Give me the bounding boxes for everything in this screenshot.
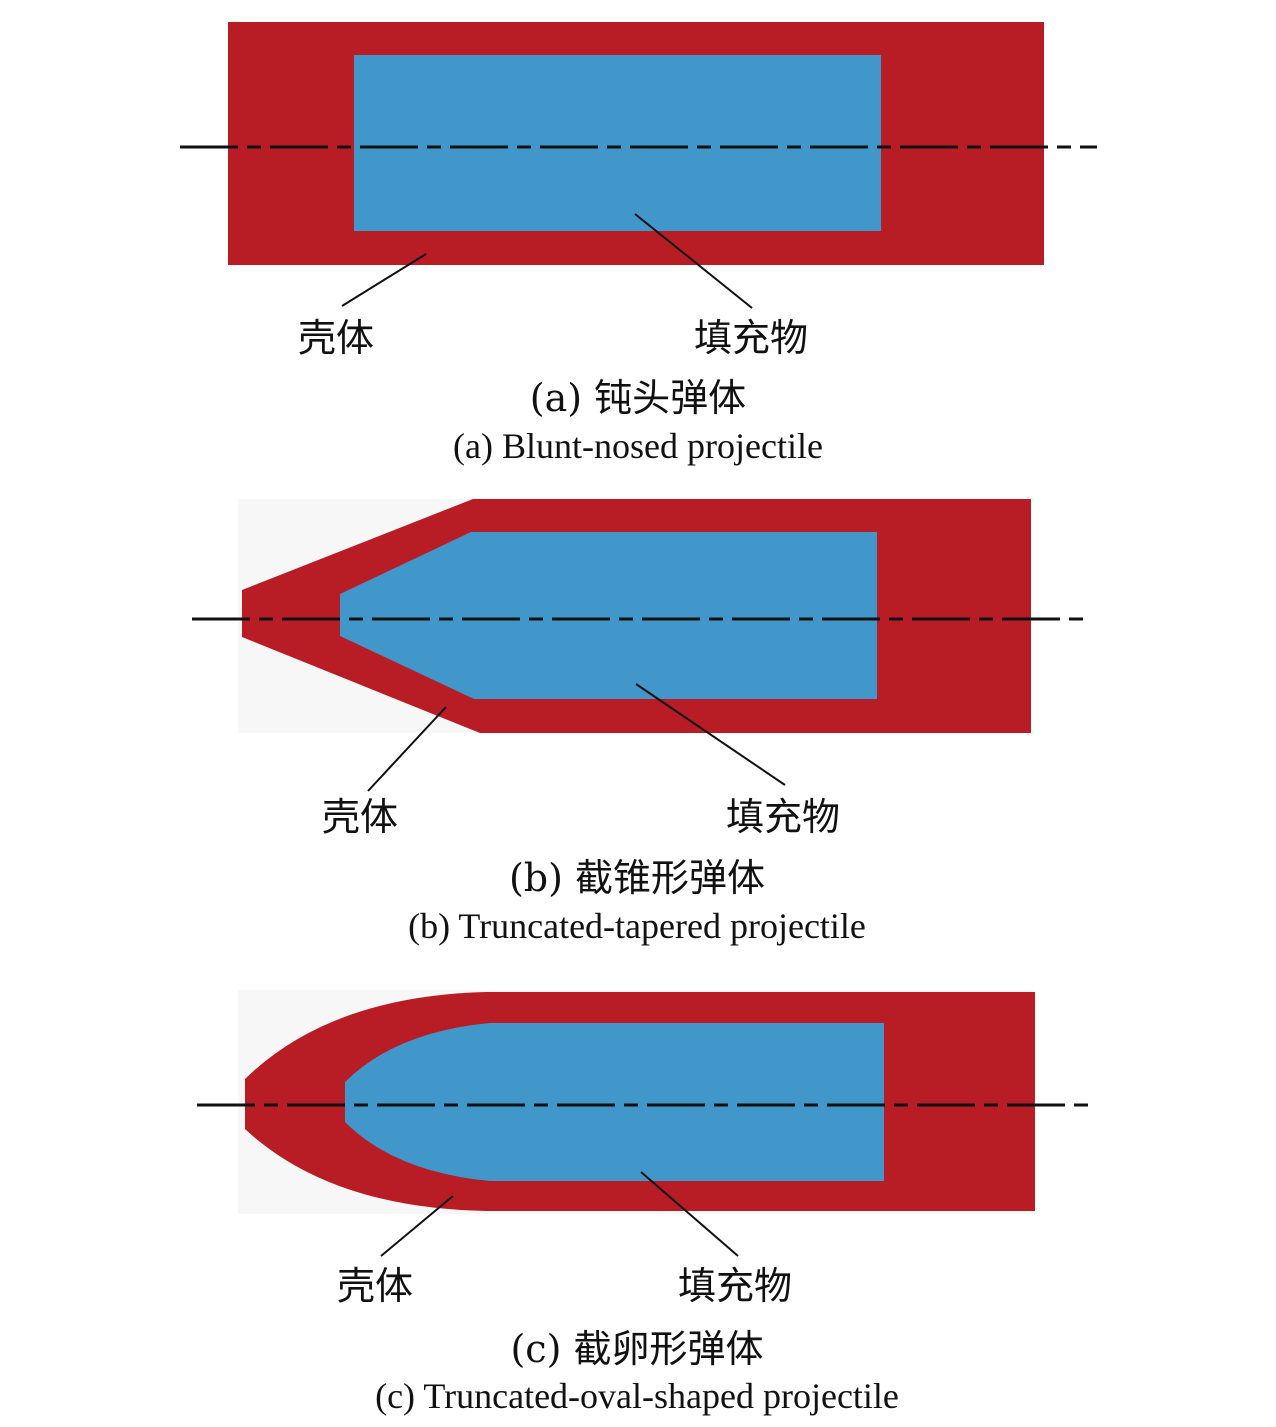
shell-label-a: 壳体 [298, 316, 374, 360]
filler-body-a [354, 55, 881, 231]
shell-leader-c [380, 1195, 454, 1257]
caption-en-c: (c) Truncated-oval-shaped projectile [375, 1376, 899, 1416]
caption-en-a: (a) Blunt-nosed projectile [453, 426, 823, 466]
filler-leader-b [635, 683, 786, 786]
filler-label-b: 填充物 [726, 795, 840, 839]
panel-b: 壳体 填充物 (b) 截锥形弹体 (b) Truncated-tapered p… [192, 499, 1084, 946]
filler-leader-c [640, 1171, 739, 1257]
caption-cn-b: (b) 截锥形弹体 [509, 856, 765, 900]
shell-leader-a [341, 253, 427, 307]
filler-label-c: 填充物 [678, 1264, 792, 1308]
filler-body-b [340, 532, 877, 699]
filler-label-a: 填充物 [694, 316, 808, 360]
shell-leader-b [367, 706, 447, 792]
panel-c: 壳体 填充物 (c) 截卵形弹体 (c) Truncated-oval-shap… [197, 990, 1089, 1416]
filler-leader-a [634, 213, 753, 309]
caption-en-b: (b) Truncated-tapered projectile [408, 906, 866, 946]
shell-label-c: 壳体 [337, 1264, 413, 1308]
caption-cn-a: (a) 钝头弹体 [530, 376, 746, 420]
filler-body-c [345, 1023, 884, 1181]
caption-cn-c: (c) 截卵形弹体 [510, 1327, 763, 1371]
panel-a: 壳体 填充物 (a) 钝头弹体 (a) Blunt-nosed projecti… [180, 22, 1097, 466]
shell-label-b: 壳体 [322, 795, 398, 839]
